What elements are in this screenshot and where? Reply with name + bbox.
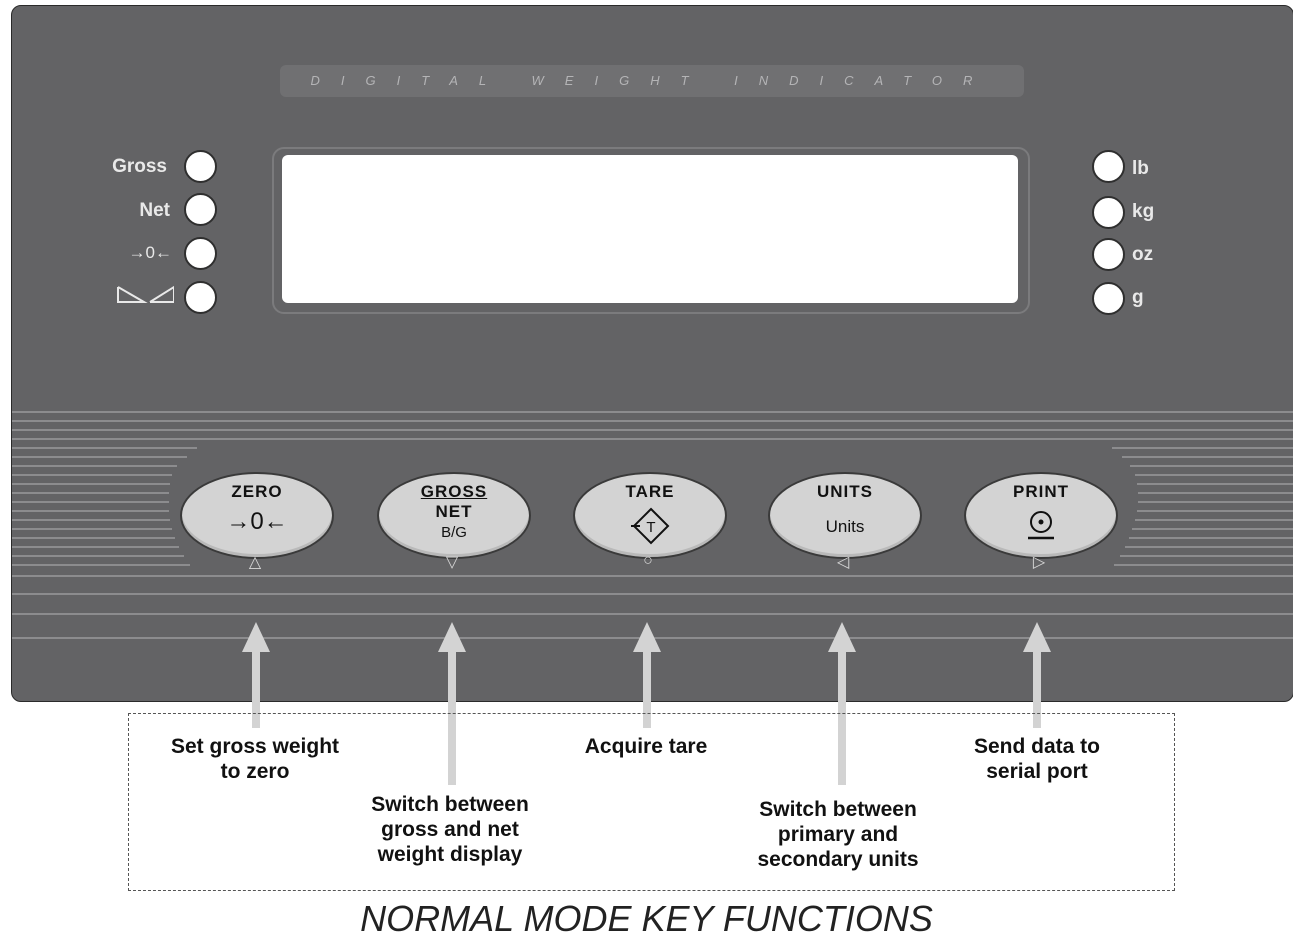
lb-label: lb	[1132, 158, 1149, 179]
print-key[interactable]: PRINT	[964, 472, 1118, 559]
gross-arrow	[448, 650, 456, 785]
units-arrow	[838, 650, 846, 785]
tare-arrow	[643, 650, 651, 728]
units-arrow-head	[828, 622, 856, 652]
g-led	[1092, 282, 1125, 315]
print-icon	[1028, 511, 1054, 540]
print-arrow-head	[1023, 622, 1051, 652]
display-bezel	[272, 147, 1030, 314]
up-nav-icon: △	[248, 554, 262, 571]
zero-arrow-head	[242, 622, 270, 652]
center-of-zero-led	[184, 237, 217, 270]
units-key[interactable]: UNITS Units	[768, 472, 922, 559]
indicator-panel: DIGITAL WEIGHT INDICATOR Gross Net →0← l…	[11, 5, 1293, 702]
down-nav-icon: ▽	[445, 554, 459, 571]
zero-arrow	[252, 650, 260, 728]
gross-annunciator-label: Gross	[112, 156, 167, 177]
net-key-label: NET	[435, 502, 473, 521]
motion-icon	[117, 285, 174, 303]
units-key-sublabel: Units	[825, 517, 865, 536]
lb-led	[1092, 150, 1125, 183]
zero-icon: →0←	[226, 508, 288, 535]
units-key-label: UNITS	[817, 482, 873, 501]
zero-key-label: ZERO	[231, 482, 283, 501]
print-arrow	[1033, 650, 1041, 728]
kg-label: kg	[1132, 201, 1155, 222]
keypad-stripes	[12, 411, 1293, 639]
net-annunciator-label: Net	[139, 200, 170, 221]
right-nav-icon: ▷	[1032, 554, 1046, 571]
center-of-zero-label: →0←	[128, 243, 172, 262]
left-nav-icon: ◁	[836, 554, 850, 571]
weight-display	[282, 155, 1018, 303]
kg-led	[1092, 196, 1125, 229]
net-led	[184, 193, 217, 226]
bg-key-label: B/G	[441, 524, 467, 541]
oz-led	[1092, 238, 1125, 271]
oz-label: oz	[1132, 244, 1154, 265]
tare-icon: T	[631, 507, 670, 545]
figure-caption: NORMAL MODE KEY FUNCTIONS	[360, 898, 933, 939]
gross-led	[184, 150, 217, 183]
tare-key-label: TARE	[625, 482, 675, 501]
svg-text:T: T	[646, 519, 655, 536]
tare-description: Acquire tare	[584, 735, 708, 758]
g-label: g	[1132, 287, 1144, 308]
gross-net-key[interactable]: GROSS NET B/G	[377, 472, 531, 559]
zero-key[interactable]: ZERO →0←	[180, 472, 334, 559]
tare-key[interactable]: TARE T	[573, 472, 727, 559]
brand-label: DIGITAL WEIGHT INDICATOR	[280, 65, 1024, 97]
motion-led	[184, 281, 217, 314]
gross-arrow-head	[438, 622, 466, 652]
tare-arrow-head	[633, 622, 661, 652]
enter-nav-icon: ○	[643, 552, 653, 569]
print-key-label: PRINT	[1013, 482, 1069, 501]
gross-key-label: GROSS	[420, 482, 488, 501]
description-box	[128, 713, 1175, 891]
